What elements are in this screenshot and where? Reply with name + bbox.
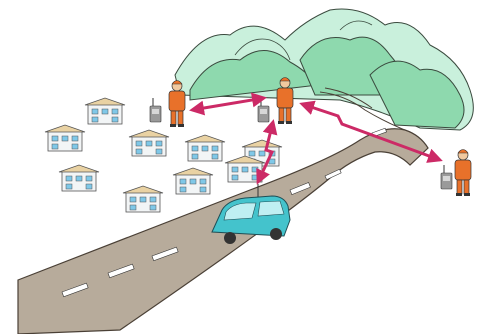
house (45, 125, 85, 151)
radio-icon (441, 165, 452, 189)
house (129, 130, 169, 156)
firefighter-left (150, 81, 185, 128)
house (123, 186, 163, 212)
house (185, 135, 225, 161)
radio-link-left-center (192, 98, 264, 110)
radio-icon (150, 98, 161, 122)
radio-icon (258, 98, 269, 122)
house (85, 98, 125, 124)
house (173, 168, 213, 194)
house (59, 165, 99, 191)
firefighter-right (441, 150, 471, 197)
